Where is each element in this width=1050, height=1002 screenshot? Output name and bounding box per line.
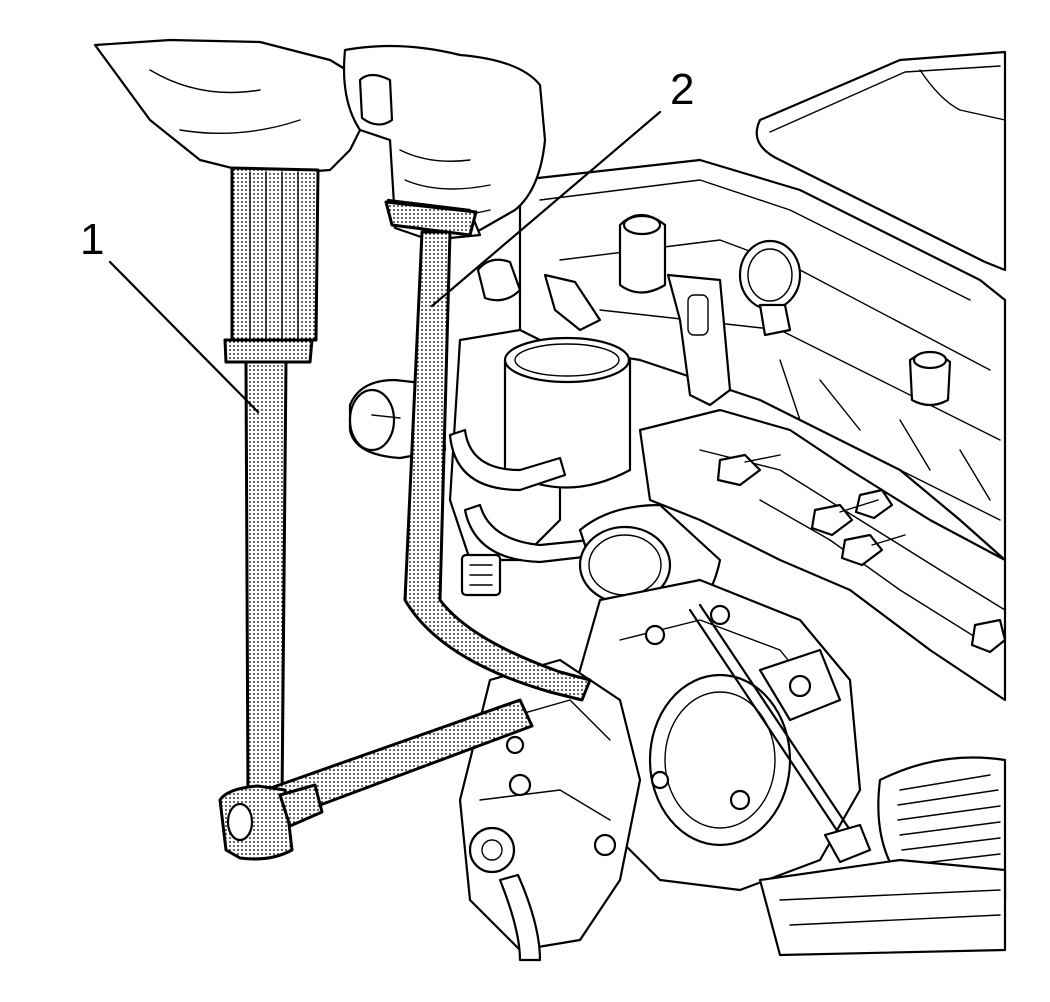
hand-illustration <box>93 38 547 242</box>
engine-cover <box>755 50 1007 272</box>
cylinder-head <box>518 158 1007 562</box>
callout-1: 1 <box>80 215 260 414</box>
callout-2-label: 2 <box>670 65 694 114</box>
intake-manifold <box>638 408 1007 702</box>
exhaust-manifold <box>458 658 642 962</box>
tool-2-holding-bar <box>384 200 592 702</box>
throttle-body <box>348 258 632 597</box>
tool-1-socket-wrench <box>218 166 534 861</box>
heat-shield <box>758 756 1007 957</box>
callout-2-leader <box>430 110 662 308</box>
callout-1-label: 1 <box>80 215 104 264</box>
callout-2: 2 <box>430 65 694 308</box>
callout-1-leader <box>108 260 260 414</box>
turbocharger <box>558 503 872 892</box>
